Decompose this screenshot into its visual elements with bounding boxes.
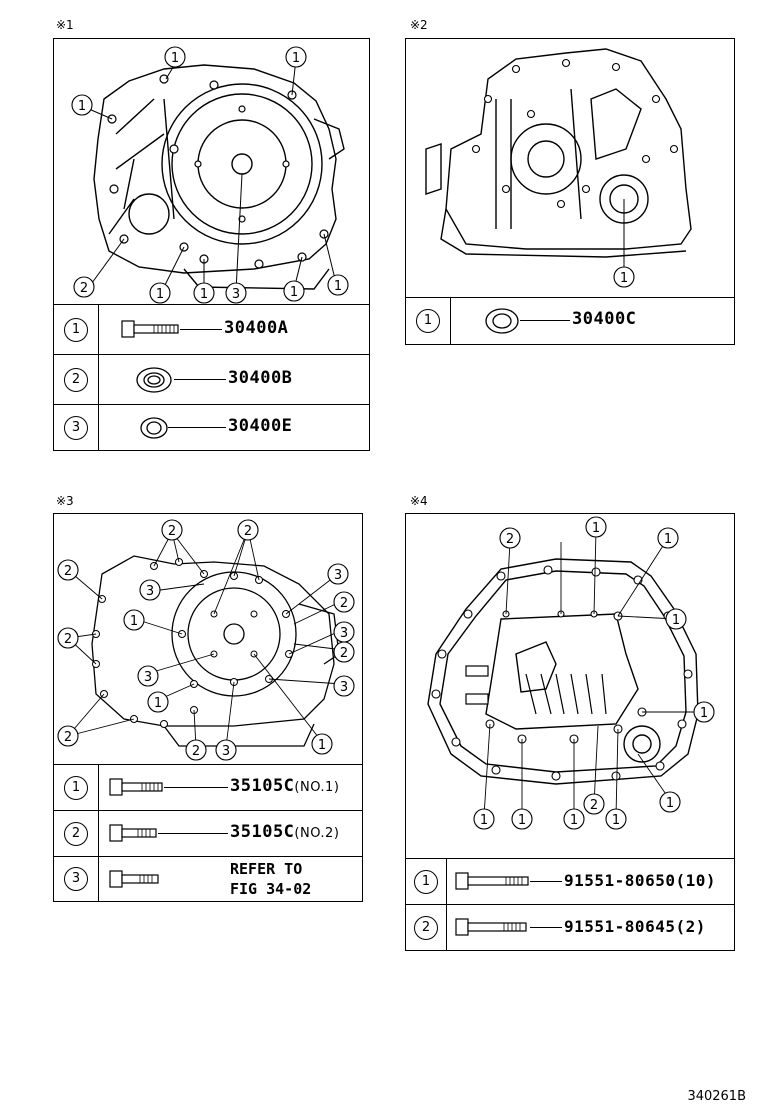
callout-label: 3 bbox=[144, 670, 152, 685]
oil-seal-icon bbox=[140, 417, 168, 439]
part-number: 30400B bbox=[228, 368, 293, 388]
callout-label: 2 bbox=[64, 632, 72, 647]
panel-1: 1 1 1 2 1 1 3 1 1 1 30400A 2 30400B 3 bbox=[53, 38, 370, 451]
callout-label: 2 bbox=[168, 524, 176, 539]
callout-label: 2 bbox=[340, 646, 348, 661]
panel-4-note: ※4 bbox=[410, 494, 428, 508]
callout-label: 1 bbox=[78, 99, 86, 114]
oil-seal-icon bbox=[136, 367, 172, 393]
panel-1-note: ※1 bbox=[56, 18, 74, 32]
part-number: 30400A bbox=[224, 318, 289, 338]
callout-label: 1 bbox=[592, 521, 600, 536]
panel-4: 2 1 1 1 1 1 1 1 1 2 1 1 91551-80650(10) … bbox=[405, 513, 735, 951]
callout-label: 1 bbox=[620, 271, 628, 286]
legend-row: 1 30400A bbox=[54, 304, 369, 354]
bolt-icon bbox=[109, 824, 157, 842]
row-key: 2 bbox=[64, 821, 88, 846]
refer-note: REFER TO FIG 34-02 bbox=[230, 860, 312, 898]
figure-code: 340261B bbox=[687, 1089, 746, 1104]
callout-label: 2 bbox=[590, 798, 598, 813]
row-key: 1 bbox=[64, 775, 88, 800]
callout-label: 2 bbox=[506, 532, 514, 547]
callout-label: 1 bbox=[612, 813, 620, 828]
row-key: 1 bbox=[414, 869, 438, 894]
bolt-icon bbox=[121, 320, 179, 338]
callout-label: 1 bbox=[700, 706, 708, 721]
callout-label: 2 bbox=[64, 730, 72, 745]
callout-label: 2 bbox=[192, 744, 200, 759]
part-number: 35105C(NO.2) bbox=[230, 822, 340, 842]
callout-label: 2 bbox=[244, 524, 252, 539]
part-number: 30400C bbox=[572, 309, 637, 329]
callout-label: 1 bbox=[156, 287, 164, 302]
bolt-icon bbox=[109, 870, 159, 888]
legend-row: 3 REFER TO FIG 34-02 bbox=[54, 856, 362, 901]
callout-label: 2 bbox=[64, 564, 72, 579]
callout-label: 1 bbox=[334, 279, 342, 294]
callout-label: 1 bbox=[664, 532, 672, 547]
callout-label: 1 bbox=[570, 813, 578, 828]
row-key: 2 bbox=[64, 367, 88, 392]
callout-label: 1 bbox=[672, 613, 680, 628]
legend-row: 1 30400C bbox=[406, 297, 734, 344]
callout-label: 1 bbox=[666, 796, 674, 811]
callout-label: 1 bbox=[518, 813, 526, 828]
legend-row: 2 35105C(NO.2) bbox=[54, 810, 362, 856]
legend-row: 2 91551-80645(2) bbox=[406, 904, 734, 950]
oil-seal-icon bbox=[485, 308, 519, 334]
torque-converter-housing-drawing: 2 2 2 2 2 3 1 3 1 2 3 3 2 3 2 3 1 bbox=[57, 519, 355, 761]
bolt-icon bbox=[455, 872, 529, 890]
transaxle-front-view-drawing: 1 1 1 2 1 1 3 1 1 bbox=[71, 46, 349, 304]
bolt-icon bbox=[455, 918, 527, 936]
bolt-icon bbox=[109, 778, 163, 796]
callout-label: 3 bbox=[340, 626, 348, 641]
panel-3: 2 2 2 2 2 3 1 3 1 2 3 3 2 3 2 3 1 1 3510… bbox=[53, 513, 363, 902]
callout-label: 3 bbox=[340, 680, 348, 695]
legend-row: 1 91551-80650(10) bbox=[406, 858, 734, 904]
panel-2: 1 1 30400C bbox=[405, 38, 735, 345]
callout-label: 1 bbox=[318, 738, 326, 753]
panel-2-note: ※2 bbox=[410, 18, 428, 32]
row-key: 2 bbox=[414, 915, 438, 940]
row-key: 1 bbox=[416, 309, 440, 333]
callout-label: 1 bbox=[480, 813, 488, 828]
callout-label: 3 bbox=[334, 568, 342, 583]
part-number: 30400E bbox=[228, 416, 293, 436]
valve-body-oil-pan-drawing: 2 1 1 1 1 1 1 1 1 2 1 bbox=[427, 516, 715, 830]
callout-label: 1 bbox=[154, 696, 162, 711]
part-number: 91551-80650(10) bbox=[564, 871, 716, 890]
row-key: 3 bbox=[64, 867, 88, 891]
part-number: 35105C(NO.1) bbox=[230, 776, 340, 796]
part-number: 91551-80645(2) bbox=[564, 917, 706, 936]
legend-row: 3 30400E bbox=[54, 404, 369, 450]
callout-label: 1 bbox=[292, 51, 300, 66]
callout-label: 3 bbox=[146, 584, 154, 599]
legend-row: 2 30400B bbox=[54, 354, 369, 404]
row-key: 3 bbox=[64, 415, 88, 440]
callout-label: 3 bbox=[222, 744, 230, 759]
callout-label: 2 bbox=[80, 281, 88, 296]
legend-row: 1 35105C(NO.1) bbox=[54, 764, 362, 810]
callout-label: 1 bbox=[200, 287, 208, 302]
callout-label: 3 bbox=[232, 287, 240, 302]
callout-label: 1 bbox=[171, 51, 179, 66]
transaxle-side-view-drawing: 1 bbox=[425, 48, 692, 288]
panel-3-note: ※3 bbox=[56, 494, 74, 508]
callout-label: 1 bbox=[130, 614, 138, 629]
callout-label: 1 bbox=[290, 285, 298, 300]
callout-label: 2 bbox=[340, 596, 348, 611]
row-key: 1 bbox=[64, 317, 88, 342]
